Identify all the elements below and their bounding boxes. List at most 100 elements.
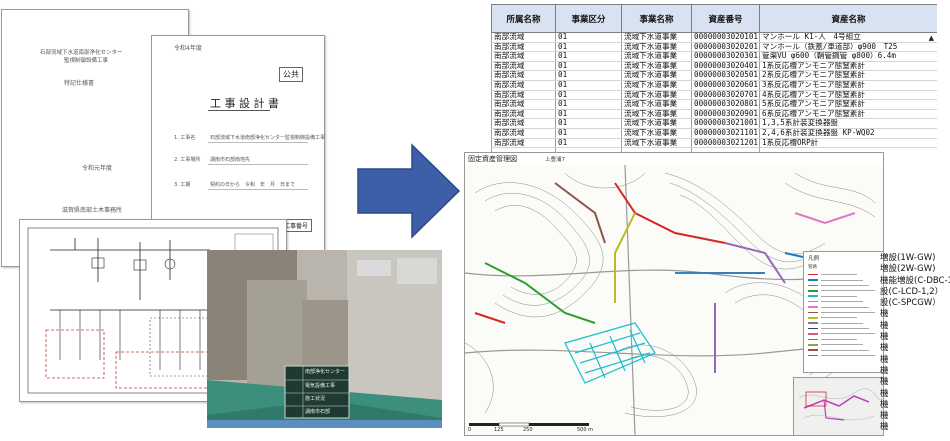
design-rule-1	[208, 110, 270, 111]
map-legend: 凡例 管路	[803, 251, 883, 373]
asset-table-cell: 南部流域	[491, 42, 556, 53]
asset-table-cell: 4系反応槽アンモニア態窒素計	[759, 90, 937, 101]
overflow-text-line: 機	[880, 388, 889, 399]
legend-swatch	[808, 317, 818, 319]
asset-table-cell: 流域下水道事業	[621, 99, 692, 110]
asset-table-cell: 00000003021201	[691, 138, 760, 149]
legend-items	[808, 272, 875, 358]
asset-table-cell: 01	[555, 90, 622, 101]
legend-text-placeholder	[821, 284, 869, 286]
asset-table-cell: 南部流域	[491, 138, 556, 149]
asset-table-cell: 00000003021001	[691, 118, 760, 129]
asset-table-cell: 流域下水道事業	[621, 32, 692, 43]
legend-sub: 管路	[808, 265, 817, 270]
design-rule-2	[208, 142, 308, 143]
legend-item	[808, 288, 875, 293]
asset-table-cell: 01	[555, 51, 622, 62]
asset-table-cell: 01	[555, 61, 622, 72]
asset-table-cell: 南部流域	[491, 109, 556, 120]
overflow-text-line: 機	[880, 343, 889, 354]
legend-swatch	[808, 306, 818, 308]
asset-table-cell: 00000003020601	[691, 80, 760, 91]
legend-text-placeholder	[821, 311, 875, 313]
asset-table-cell: 南部流域	[491, 99, 556, 110]
asset-table-cell: 南部流域	[491, 51, 556, 62]
asset-table-cell: 南部流域	[491, 118, 556, 129]
legend-item	[808, 342, 875, 347]
asset-table-cell: 01	[555, 128, 622, 139]
legend-item	[808, 283, 875, 288]
overflow-text-line: 機	[880, 320, 889, 331]
inset-map[interactable]	[793, 377, 883, 435]
asset-table-cell: 南部流域	[491, 32, 556, 43]
map-scale-bar	[469, 422, 589, 427]
asset-table-cell: 南部流域	[491, 128, 556, 139]
asset-table-cell: 流域下水道事業	[621, 42, 692, 53]
design-row1-label: 1. 工事名	[174, 135, 196, 141]
asset-table-cell: 流域下水道事業	[621, 70, 692, 81]
legend-swatch	[808, 322, 818, 324]
legend-text-placeholder	[821, 344, 863, 346]
asset-table-cell: 00000003021101	[691, 128, 760, 139]
design-row2-label: 2. 工事場所	[174, 157, 201, 163]
col-header-dept[interactable]: 所属名称	[491, 4, 556, 33]
legend-text-placeholder	[821, 349, 869, 351]
asset-table-cell: 1系反応槽ORP計	[759, 138, 937, 149]
asset-table-cell: マンホール K1-人 4号組立	[759, 32, 937, 43]
overflow-text-line: 機	[880, 332, 889, 343]
asset-table-cell: 00000003020701	[691, 90, 760, 101]
asset-table-cell: 2系反応槽アンモニア態窒素計	[759, 70, 937, 81]
col-header-project[interactable]: 事業名称	[621, 4, 692, 33]
overflow-text-line: 機	[880, 399, 889, 410]
col-header-asset-name[interactable]: 資産名称	[759, 4, 937, 33]
board-line1: 南部浄化センター	[305, 369, 346, 375]
legend-text-placeholder	[821, 301, 863, 303]
overflow-text-line: 設(C-SPCGW）	[880, 298, 941, 309]
asset-table-cell: 01	[555, 80, 622, 91]
scale-label-125: 125	[494, 427, 504, 433]
board-line3: 施工状況	[305, 396, 326, 402]
asset-table-cell: 流域下水道事業	[621, 51, 692, 62]
legend-item	[808, 315, 875, 320]
legend-item	[808, 299, 875, 304]
design-row3-value: 契約の日から 令和 年 月 日まで	[210, 182, 296, 188]
asset-table-cell: 00000003020901	[691, 109, 760, 120]
overflow-text-line: 機	[880, 365, 889, 376]
public-stamp: 公共	[279, 67, 303, 82]
scale-label-250: 250	[523, 427, 533, 433]
design-row2-value: 湖南市石部南地先	[210, 157, 251, 163]
legend-text-placeholder	[821, 274, 857, 276]
legend-item	[808, 337, 875, 342]
legend-text-placeholder	[821, 355, 875, 357]
col-header-asset-no[interactable]: 資産番号	[691, 4, 760, 33]
col-header-category[interactable]: 事業区分	[555, 4, 622, 33]
asset-table-cell: 01	[555, 138, 622, 149]
overflow-text-line: 設(C-LCD-1,2）	[880, 286, 944, 297]
asset-map[interactable]: 固定資産管理図 上豊浦7	[464, 152, 884, 436]
asset-table-cell: 00000003020801	[691, 99, 760, 110]
legend-text-placeholder	[821, 306, 869, 308]
overflow-text-line: 増設(2W-GW)	[880, 264, 936, 275]
legend-item	[808, 321, 875, 326]
asset-table-cell: 流域下水道事業	[621, 109, 692, 120]
asset-table-row[interactable]	[491, 147, 937, 154]
asset-table-cell: 南部流域	[491, 80, 556, 91]
cover-line1: 石部流域下水道南部浄化センター	[40, 50, 123, 56]
asset-table-cell: 01	[555, 118, 622, 129]
sort-up-icon[interactable]: ▲	[928, 34, 934, 42]
overflow-text-line: 機	[880, 309, 889, 320]
asset-table-cell: 00000003020101	[691, 32, 760, 43]
